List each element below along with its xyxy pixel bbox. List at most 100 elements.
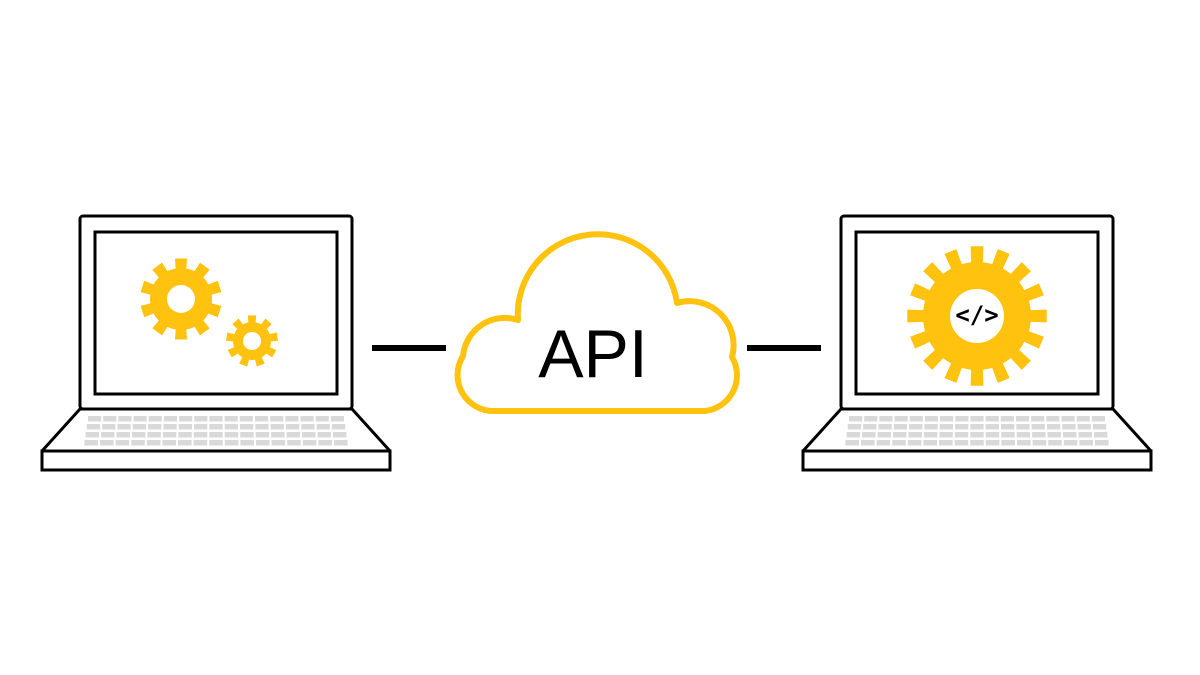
keyboard-key	[954, 432, 969, 438]
keyboard-key	[970, 440, 984, 446]
keyboard-key	[194, 416, 208, 422]
keyboard-key	[876, 440, 891, 446]
keyboard-key	[224, 432, 239, 438]
keyboard-key	[193, 440, 208, 446]
keyboard-key	[88, 416, 102, 422]
keyboard-key	[100, 440, 114, 446]
keyboard-key	[117, 424, 131, 430]
left-laptop	[40, 214, 392, 472]
keyboard-key	[893, 424, 908, 430]
keyboard-key	[1016, 432, 1031, 438]
keyboard-key	[1016, 424, 1030, 430]
keyboard-key	[879, 416, 893, 422]
keyboard-key	[85, 432, 100, 438]
keyboard-key	[131, 440, 145, 446]
keyboard-key	[302, 440, 317, 446]
keyboard-key	[954, 440, 969, 446]
keyboard-key	[255, 432, 270, 438]
keyboard-key	[985, 416, 999, 422]
keyboard-key	[254, 416, 269, 422]
keyboard-key	[178, 424, 193, 430]
gear-icon	[907, 246, 1047, 386]
keyboard-key	[939, 424, 954, 430]
right-laptop-front-edge	[801, 449, 1153, 472]
api-label: API	[538, 316, 648, 392]
keyboard-key	[924, 416, 939, 422]
keyboard-key	[1092, 424, 1107, 430]
keyboard-key	[240, 432, 254, 438]
keyboard-key	[287, 440, 301, 446]
keyboard-key	[315, 416, 329, 422]
keyboard-key	[877, 432, 891, 438]
keyboard-key	[255, 424, 269, 430]
keyboard-key	[302, 432, 316, 438]
gear-icon	[140, 258, 222, 340]
keyboard-key	[270, 416, 284, 422]
keyboard-key	[849, 416, 863, 422]
keyboard-key	[1001, 440, 1015, 446]
keyboard-key	[224, 416, 238, 422]
keyboard-key	[317, 432, 331, 438]
keyboard-key	[1048, 440, 1062, 446]
code-icon-label: </>	[955, 301, 998, 329]
keyboard-key	[118, 416, 132, 422]
keyboard-key	[116, 432, 130, 438]
keyboard-key	[194, 424, 208, 430]
right-laptop: </>	[801, 214, 1153, 472]
keyboard-key	[334, 440, 348, 446]
gear-hole	[243, 332, 261, 350]
keyboard-key	[179, 416, 193, 422]
gear-icon	[226, 315, 278, 367]
keyboard-key	[285, 424, 300, 430]
keyboard-key	[102, 424, 116, 430]
keyboard-key	[1000, 416, 1014, 422]
keyboard-key	[1032, 432, 1046, 438]
keyboard-key	[864, 416, 878, 422]
keyboard-key	[270, 424, 284, 430]
gear-hole	[950, 289, 1004, 343]
keyboard-key	[939, 440, 953, 446]
keyboard-key	[146, 440, 161, 446]
keyboard-key	[256, 440, 270, 446]
keyboard-key	[209, 424, 223, 430]
keyboard-key	[970, 416, 984, 422]
keyboard-key	[1063, 432, 1077, 438]
keyboard-key	[909, 424, 923, 430]
keyboard-key	[209, 440, 223, 446]
keyboard-key	[178, 432, 192, 438]
keyboard-key	[845, 440, 859, 446]
keyboard-key	[147, 432, 161, 438]
keyboard-key	[1000, 424, 1015, 430]
keyboard-key	[892, 440, 906, 446]
keyboard-key	[1078, 432, 1092, 438]
keyboard-key	[1061, 416, 1075, 422]
keyboard-key	[1077, 424, 1091, 430]
keyboard-key	[940, 416, 954, 422]
keyboard-key	[133, 416, 147, 422]
keyboard-key	[148, 416, 162, 422]
keyboard-key	[1031, 416, 1045, 422]
keyboard-key	[239, 424, 254, 430]
keyboard-key	[163, 416, 178, 422]
keyboard-key	[1095, 440, 1109, 446]
keyboard-key	[239, 416, 253, 422]
keyboard-key	[1015, 416, 1030, 422]
keyboard-key	[1062, 424, 1076, 430]
keyboard-key	[985, 432, 1000, 438]
keyboard-key	[923, 440, 937, 446]
keyboard-key	[316, 424, 330, 430]
keyboard-key	[955, 424, 969, 430]
keyboard-key	[1076, 416, 1090, 422]
keyboard-key	[846, 432, 861, 438]
keyboard-key	[178, 440, 192, 446]
keyboard-key	[892, 432, 907, 438]
keyboard-key	[907, 440, 922, 446]
keyboard-key	[985, 440, 1000, 446]
keyboard-key	[271, 440, 286, 446]
keyboard-key	[1091, 416, 1105, 422]
keyboard-key	[924, 424, 938, 430]
keyboard-key	[132, 424, 147, 430]
keyboard-key	[318, 440, 332, 446]
keyboard-key	[862, 432, 876, 438]
